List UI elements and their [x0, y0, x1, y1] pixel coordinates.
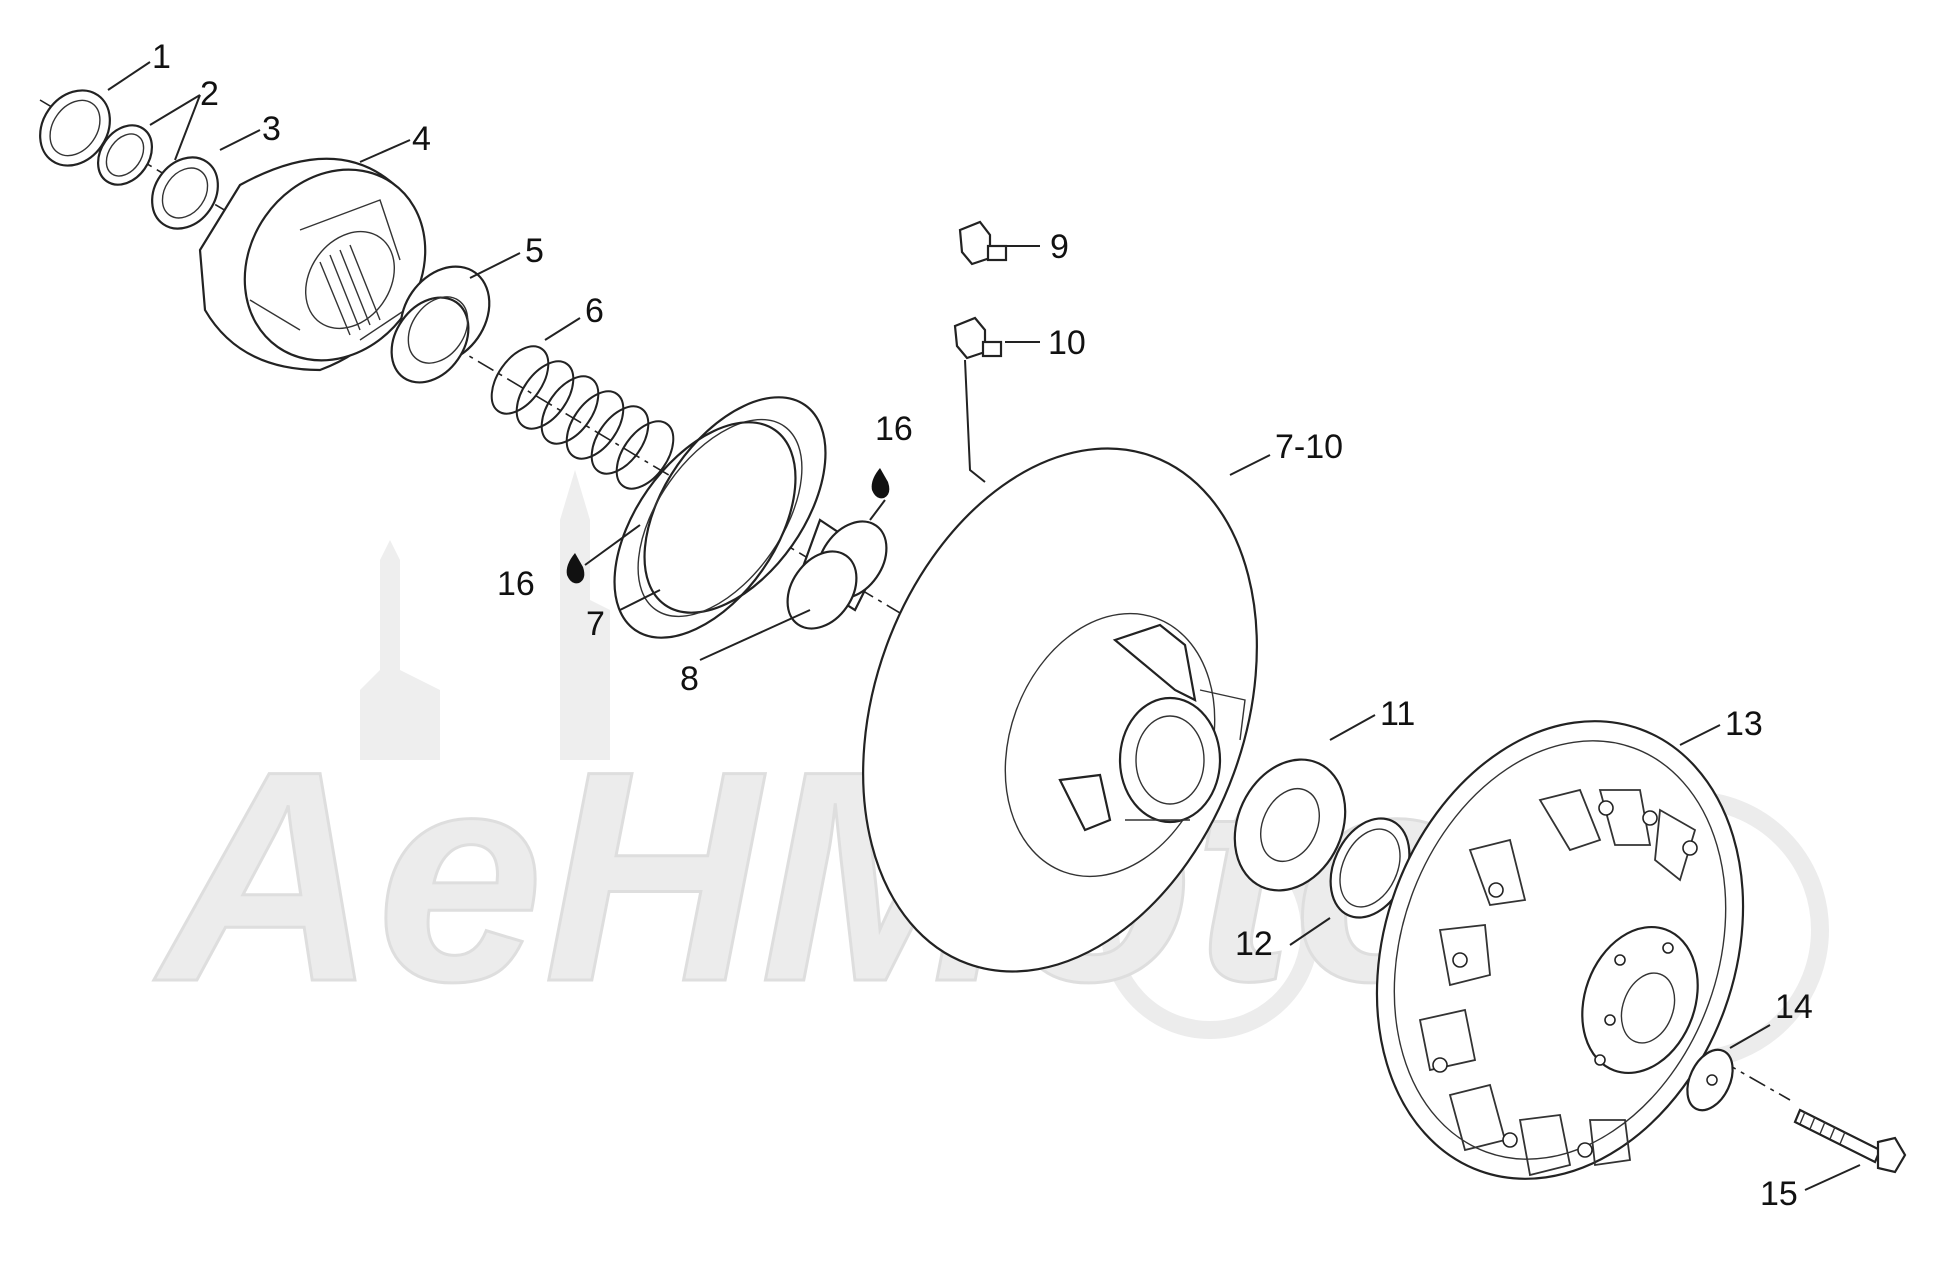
callout-5: 5 — [525, 232, 544, 270]
part-6-spring — [490, 345, 675, 490]
callout-12: 12 — [1235, 925, 1273, 963]
callout-6: 6 — [585, 292, 604, 330]
part-9-slider — [958, 220, 1008, 266]
part-11-thrust-washer — [1233, 758, 1347, 892]
part-5-sleeve — [390, 265, 491, 384]
callout-labels: 1 2 3 4 5 6 7 8 9 10 7-10 11 12 13 14 15… — [152, 38, 1813, 1213]
leader-lines — [107, 61, 1861, 1191]
watermark: AeHMoto — [149, 470, 1829, 1069]
callout-9: 9 — [1050, 228, 1069, 266]
callout-3: 3 — [262, 110, 281, 148]
callout-1: 1 — [152, 38, 171, 76]
part-8-bushing — [786, 518, 888, 630]
callout-2: 2 — [200, 75, 219, 113]
callout-4: 4 — [412, 120, 431, 158]
part-10-slider — [953, 316, 1003, 483]
part-7-ring-cover — [613, 396, 827, 639]
callout-16-lower: 16 — [497, 565, 535, 603]
callout-15: 15 — [1760, 1175, 1798, 1213]
part-7-10-movable-sheave — [862, 447, 1258, 973]
callout-11: 11 — [1380, 695, 1415, 733]
callout-10: 10 — [1048, 324, 1086, 362]
watermark-text: AeHMoto — [151, 708, 1477, 1044]
callout-14: 14 — [1775, 988, 1813, 1026]
grease-drop-icon — [566, 468, 890, 584]
part-3-washer — [151, 156, 219, 230]
part-12-washer — [1329, 817, 1411, 919]
part-15-bolt — [1793, 1108, 1907, 1174]
callout-13: 13 — [1725, 705, 1763, 743]
part-14-washer — [1686, 1048, 1734, 1112]
callout-7: 7 — [586, 605, 605, 643]
callout-8: 8 — [680, 660, 699, 698]
callout-16-upper: 16 — [875, 410, 913, 448]
part-13-fixed-sheave — [1375, 720, 1745, 1180]
part-4-cam-hub — [198, 157, 427, 372]
part-2-circlip — [97, 124, 153, 186]
callout-7-10: 7-10 — [1275, 428, 1343, 466]
